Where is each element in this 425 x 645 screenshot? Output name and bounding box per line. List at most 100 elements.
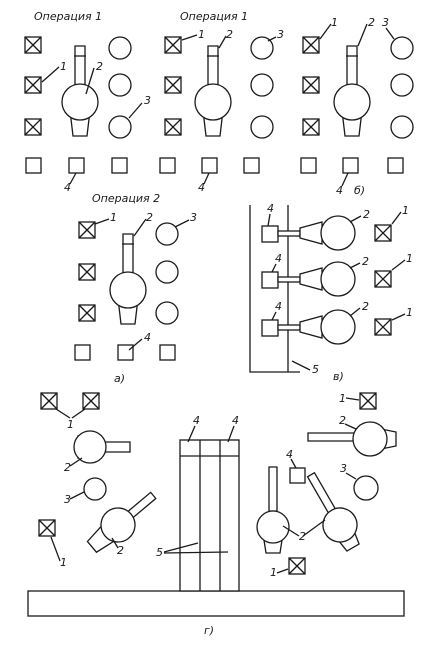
storage-box — [25, 157, 42, 174]
label-4: 4 — [232, 414, 239, 427]
label-1: 1 — [406, 306, 413, 319]
press-machine — [61, 45, 99, 137]
label-2: 2 — [64, 461, 71, 474]
machine-box — [40, 392, 58, 410]
round-machine — [353, 475, 379, 501]
layout-a-group1: Операция 1 1 2 3 4 — [24, 10, 151, 194]
label-1: 1 — [110, 211, 117, 224]
label-5: 5 — [312, 363, 319, 376]
label-2: 2 — [146, 211, 153, 224]
label-4: 4 — [336, 184, 343, 197]
label-4: 4 — [64, 181, 71, 194]
label-4: 4 — [198, 181, 205, 194]
subfigure-label-a: а) — [114, 372, 125, 385]
press-head — [73, 430, 107, 464]
machine-box — [374, 224, 392, 242]
storage-box — [261, 271, 279, 289]
layout-g: 4 4 5 1 2 3 1 2 1 — [27, 392, 405, 637]
label-2: 2 — [117, 544, 124, 557]
storage-box — [261, 319, 279, 337]
label-5: 5 — [156, 546, 163, 559]
conveyor-frame — [249, 205, 300, 373]
machine-box — [374, 318, 392, 336]
press-machine — [194, 45, 232, 137]
label-2: 2 — [362, 255, 369, 268]
label-1: 1 — [270, 566, 277, 579]
storage-box — [201, 157, 218, 174]
label-4: 4 — [286, 448, 293, 461]
press-machine — [306, 471, 360, 552]
machine-box — [78, 304, 96, 322]
storage-box — [159, 344, 176, 361]
round-machine — [250, 36, 274, 60]
label-3: 3 — [340, 462, 347, 475]
subfigure-label-g: г) — [204, 624, 214, 637]
subfigure-label-b: б) — [354, 184, 365, 197]
press-machine — [299, 267, 323, 291]
round-machine — [108, 115, 132, 139]
label-2: 2 — [96, 60, 103, 73]
label-2: 2 — [368, 16, 375, 29]
storage-box — [261, 225, 279, 243]
round-machine — [108, 73, 132, 97]
round-machine — [250, 73, 274, 97]
label-2: 2 — [339, 414, 346, 427]
machine-box — [302, 118, 320, 136]
label-4: 4 — [275, 252, 282, 265]
machine-box — [164, 36, 182, 54]
operation-2-title: Операция 2 — [92, 192, 160, 205]
round-machine — [390, 36, 414, 60]
round-machine — [155, 260, 179, 284]
label-1: 1 — [60, 60, 67, 73]
press-machine — [256, 466, 290, 554]
machine-box — [24, 76, 42, 94]
press-head — [320, 261, 356, 297]
central-conveyor — [179, 439, 240, 592]
storage-box — [117, 344, 134, 361]
layout-a-group2: Операция 1 1 2 3 4 — [159, 10, 284, 194]
machine-box — [38, 519, 56, 537]
press-machine — [299, 221, 323, 245]
layout-v: 4 4 4 2 2 2 1 1 1 5 в) — [249, 202, 413, 383]
label-3: 3 — [64, 493, 71, 506]
storage-box — [111, 157, 128, 174]
operation-1-title-left: Операция 1 — [34, 10, 102, 23]
storage-box — [74, 344, 91, 361]
round-machine — [250, 115, 274, 139]
base-platform — [27, 590, 405, 617]
storage-box — [387, 157, 404, 174]
label-2: 2 — [362, 300, 369, 313]
label-1: 1 — [60, 556, 67, 569]
label-2: 2 — [226, 28, 233, 41]
label-1: 1 — [339, 392, 346, 405]
storage-box — [243, 157, 260, 174]
round-machine — [108, 36, 132, 60]
press-machine — [299, 315, 323, 339]
label-4: 4 — [193, 414, 200, 427]
subfigure-label-v: в) — [333, 370, 344, 383]
press-machine — [333, 45, 371, 137]
label-3: 3 — [382, 16, 389, 29]
operation-1-title-mid: Операция 1 — [180, 10, 248, 23]
round-machine — [83, 477, 107, 501]
label-4: 4 — [144, 331, 151, 344]
round-machine — [390, 115, 414, 139]
storage-box — [289, 467, 306, 484]
round-machine — [155, 301, 179, 325]
feeder-arm — [277, 230, 301, 237]
machine-box — [24, 36, 42, 54]
machine-box — [78, 221, 96, 239]
machine-box — [164, 118, 182, 136]
layout-a-operation2: Операция 2 1 2 3 4 а) — [74, 192, 197, 385]
label-1: 1 — [331, 16, 338, 29]
machine-box — [82, 392, 100, 410]
label-4: 4 — [267, 202, 274, 215]
layout-b: 1 2 3 4 б) — [300, 16, 414, 197]
press-head — [320, 215, 356, 251]
label-3: 3 — [190, 211, 197, 224]
machine-box — [374, 270, 392, 288]
press-machine — [109, 233, 147, 325]
press-neck — [307, 432, 357, 442]
feeder-arm — [277, 324, 301, 331]
